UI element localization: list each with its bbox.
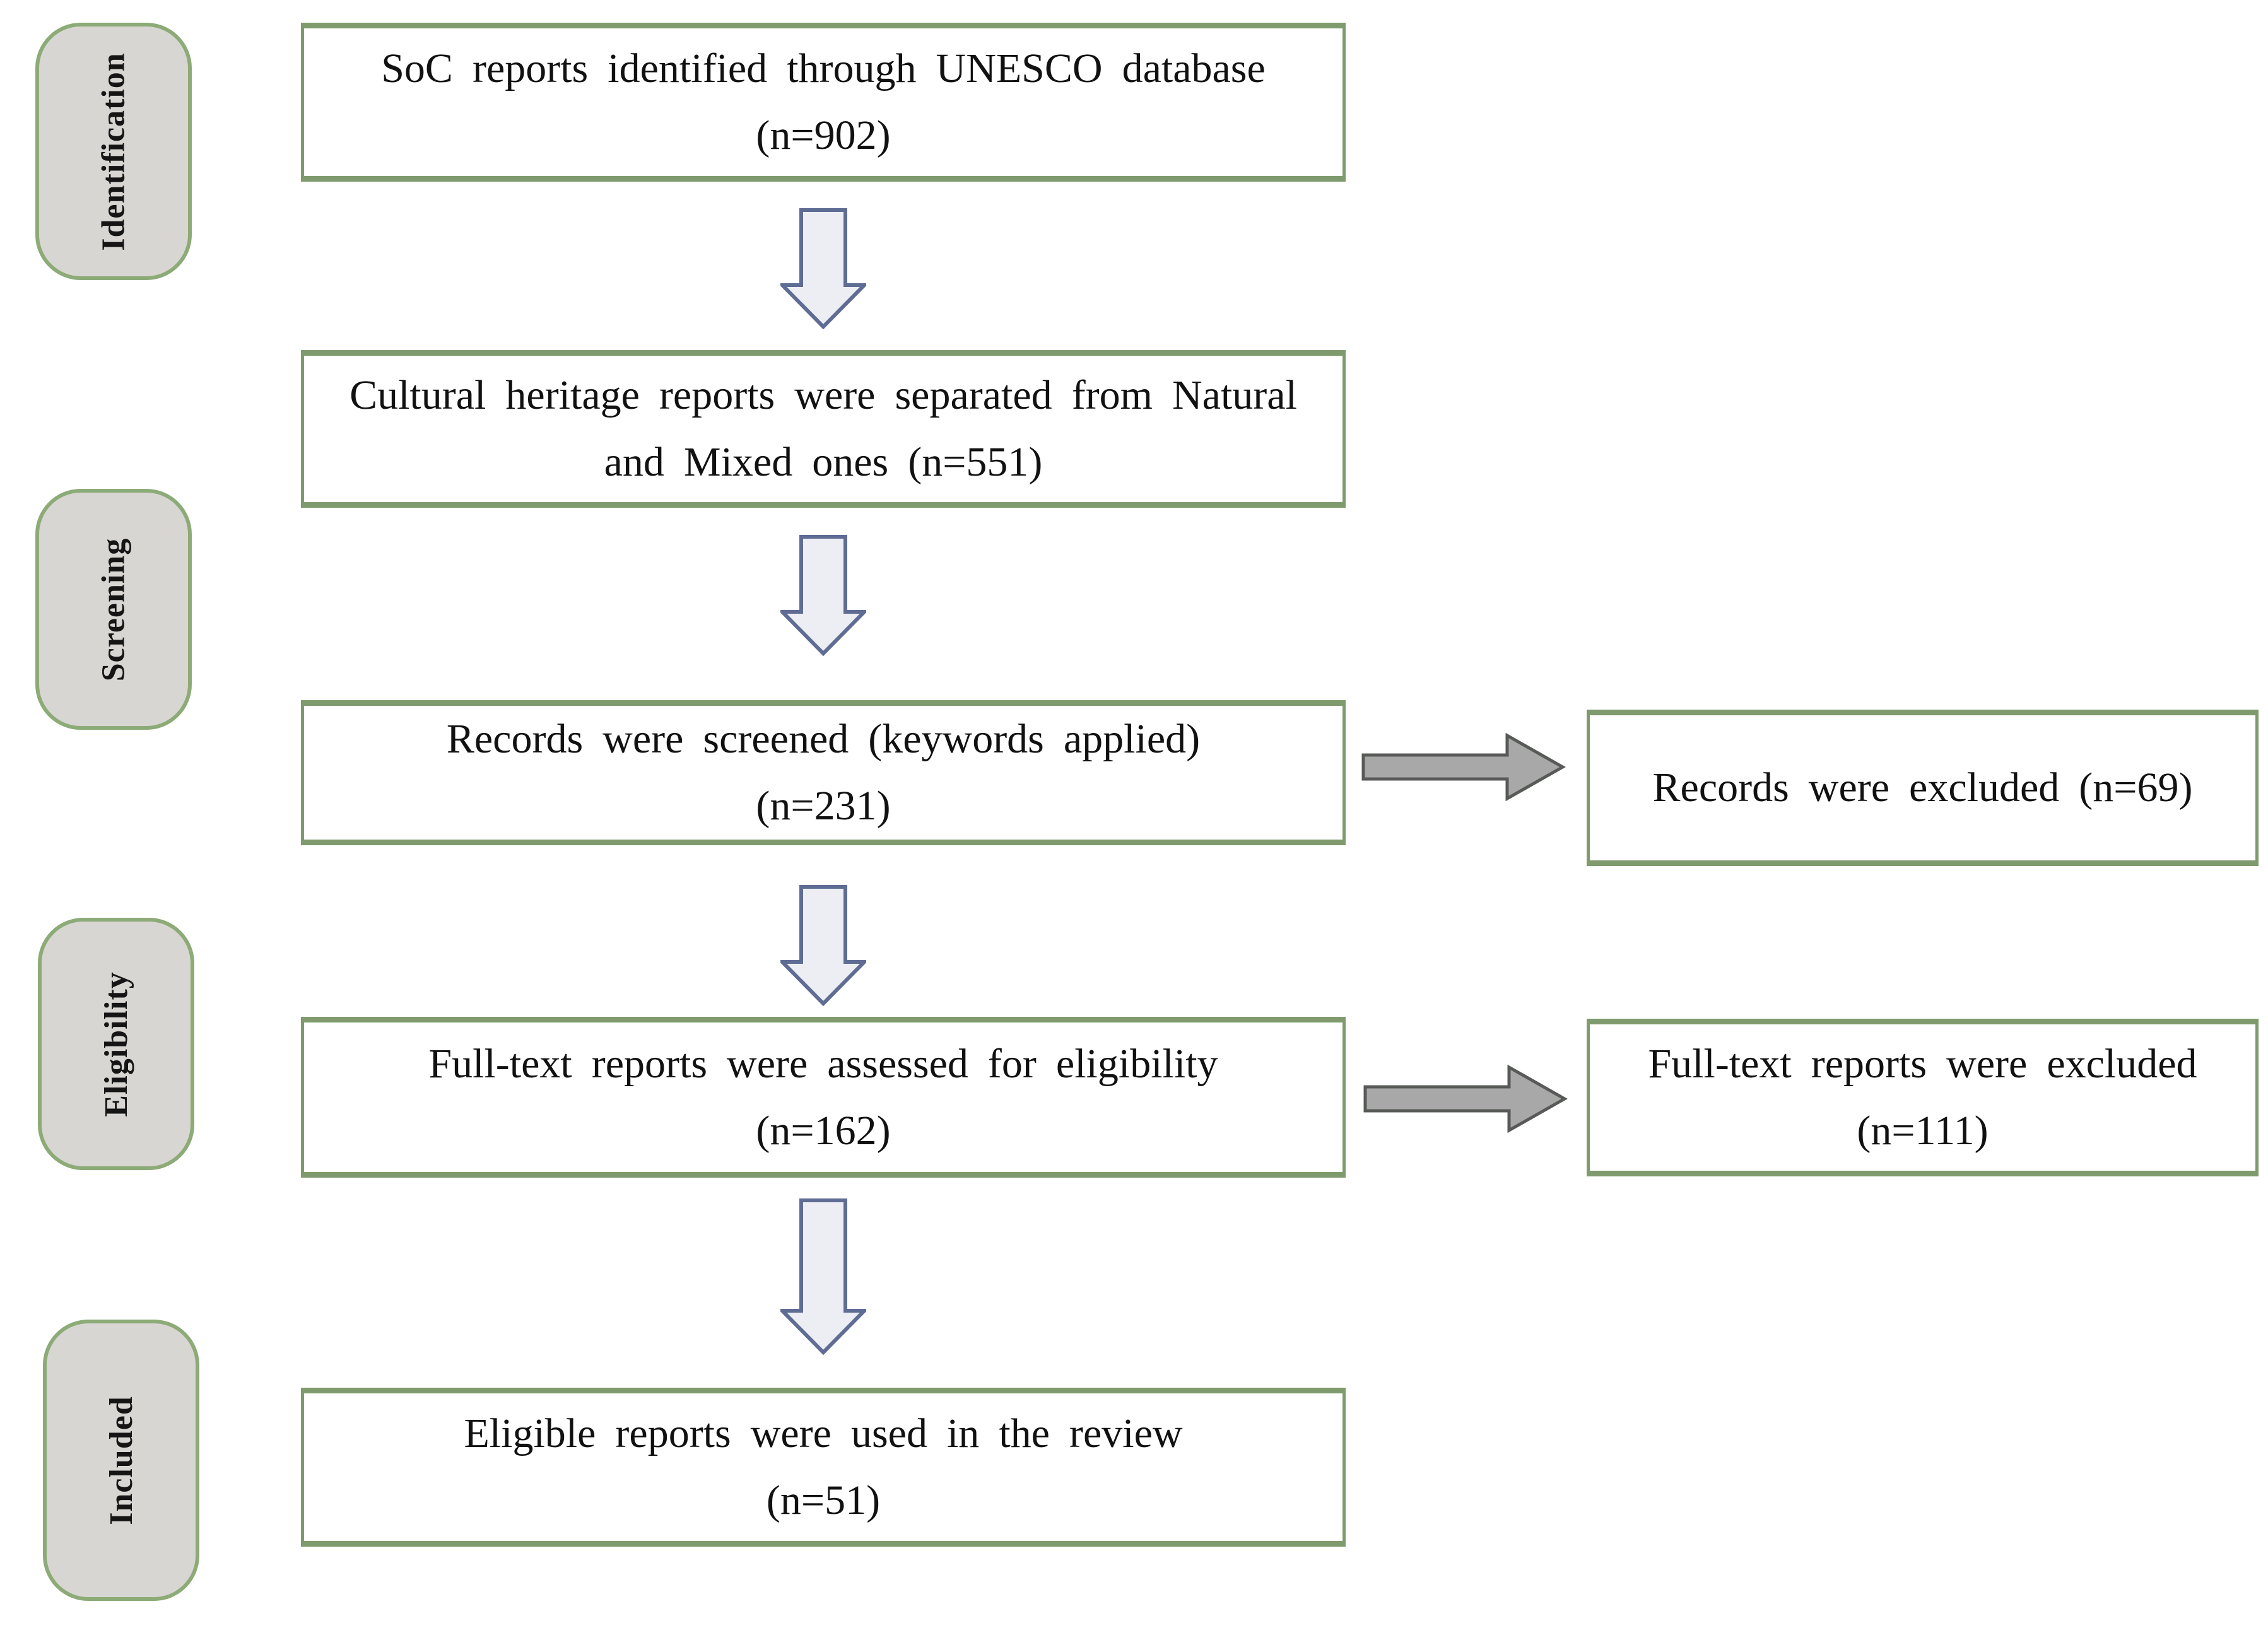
node-identified-reports: SoC reports identified through UNESCO da… — [301, 23, 1346, 182]
down-arrow-cultural-to-screened-icon — [780, 535, 866, 656]
stage-included-label: Included — [103, 1395, 139, 1525]
node-cultural-separated-text: Cultural heritage reports were separated… — [350, 372, 1297, 419]
stage-eligibility-label: Eligibility — [98, 971, 134, 1117]
node-fulltext-excluded-text: Full-text reports were excluded — [1648, 1041, 2197, 1087]
node-identified-reports-text: SoC reports identified through UNESCO da… — [381, 45, 1266, 92]
stage-screening-label: Screening — [95, 537, 132, 681]
stage-identification: Identification — [35, 23, 192, 280]
stage-identification-label: Identification — [95, 52, 132, 251]
stage-screening: Screening — [35, 489, 192, 730]
node-cultural-separated: Cultural heritage reports were separated… — [301, 350, 1346, 508]
node-fulltext-assessed-count: (n=162) — [756, 1107, 891, 1154]
node-eligible-included: Eligible reports were used in the review… — [301, 1388, 1346, 1547]
node-fulltext-excluded-count: (n=111) — [1857, 1108, 1989, 1154]
node-records-screened: Records were screened (keywords applied)… — [301, 700, 1346, 845]
node-records-screened-text: Records were screened (keywords applied) — [446, 716, 1201, 763]
down-arrow-fulltext-to-eligible-icon — [780, 1198, 866, 1355]
node-records-excluded-text: Records were excluded (n=69) — [1652, 764, 2193, 811]
node-records-excluded: Records were excluded (n=69) — [1587, 710, 2259, 866]
right-arrow-screened-to-excluded-icon — [1361, 730, 1566, 804]
right-arrow-fulltext-to-excluded-icon — [1363, 1062, 1568, 1135]
down-arrow-screened-to-fulltext-icon — [780, 885, 866, 1006]
node-eligible-included-count: (n=51) — [766, 1477, 881, 1523]
node-records-screened-count: (n=231) — [756, 783, 891, 829]
stage-included: Included — [43, 1320, 199, 1601]
stage-eligibility: Eligibility — [38, 918, 194, 1170]
node-identified-reports-count: (n=902) — [756, 112, 891, 158]
node-fulltext-assessed: Full-text reports were assessed for elig… — [301, 1017, 1346, 1178]
node-eligible-included-text: Eligible reports were used in the review — [464, 1410, 1183, 1457]
down-arrow-identified-to-cultural-icon — [780, 208, 866, 329]
node-fulltext-assessed-text: Full-text reports were assessed for elig… — [428, 1040, 1218, 1087]
node-cultural-separated-count: and Mixed ones (n=551) — [604, 439, 1043, 485]
node-fulltext-excluded: Full-text reports were excluded (n=111) — [1587, 1019, 2259, 1176]
